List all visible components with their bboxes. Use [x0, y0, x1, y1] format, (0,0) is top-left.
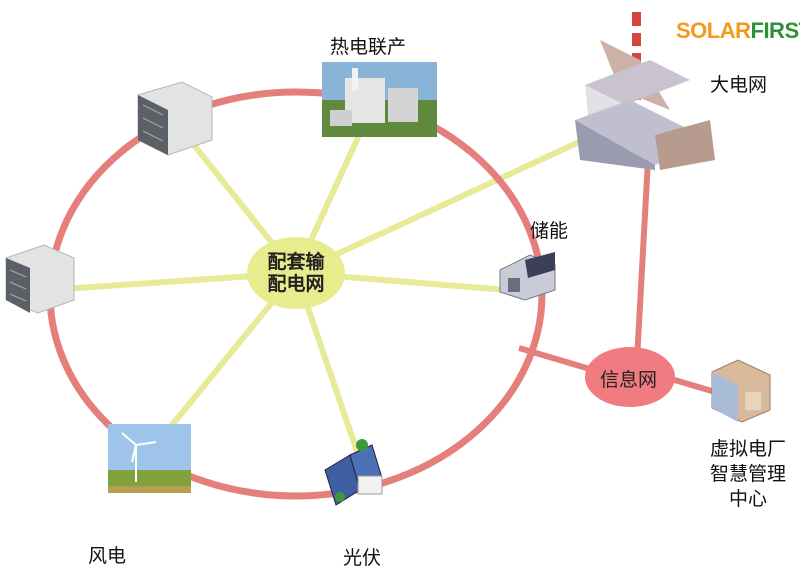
spoke-to-grid — [293, 127, 608, 276]
vpp-label-line2: 智慧管理 — [709, 463, 786, 485]
label-big-grid: 大电网 — [710, 74, 768, 96]
storage-image — [499, 252, 556, 301]
label-pv: 光伏 — [343, 547, 382, 569]
link-info-vpp — [667, 375, 716, 395]
solarfirst-logo: SOLARFIRST — [676, 18, 800, 44]
vpp-label-line1: 虚拟电厂 — [709, 438, 786, 460]
info-node — [585, 347, 675, 407]
center-label-line1: 配套输 — [267, 251, 325, 273]
logo-first-text: FIRST — [750, 18, 800, 43]
pv-panel-image — [324, 439, 383, 506]
vpp-label: 虚拟电厂 智慧管理 中心 — [700, 437, 796, 512]
label-chp: 热电联产 — [330, 36, 407, 58]
unit-top-image — [137, 81, 213, 156]
label-storage: 储能 — [530, 220, 569, 242]
link-info-grid — [634, 159, 651, 361]
center-node — [247, 237, 345, 309]
center-label: 配套输 配电网 — [246, 251, 346, 295]
info-network-label: 信息网 — [600, 369, 658, 391]
power-plant-image — [575, 12, 715, 170]
wind-turbine-image — [108, 424, 191, 493]
vpp-label-line3: 中心 — [728, 488, 767, 510]
unit-left-image — [5, 244, 75, 314]
label-wind: 风电 — [88, 545, 127, 567]
center-label-line2: 配电网 — [267, 273, 325, 295]
link-info-ring — [518, 345, 601, 375]
logo-solar-text: SOLAR — [676, 18, 751, 43]
vpp-center-image — [711, 359, 771, 423]
info-links — [518, 159, 716, 395]
chp-plant-image — [322, 62, 437, 137]
